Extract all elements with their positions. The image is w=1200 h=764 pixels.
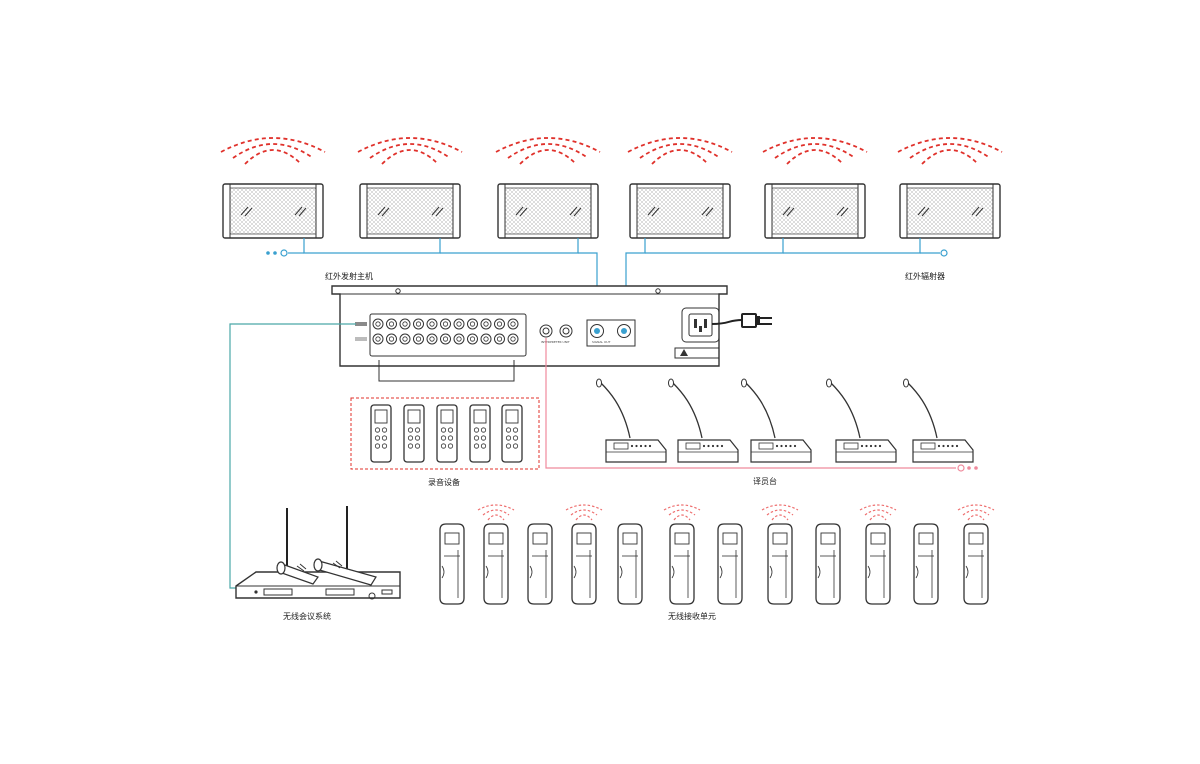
signal-wave-icon: [761, 504, 799, 521]
audio-jack-icon: [399, 318, 411, 330]
wireless-receiver: [913, 523, 939, 605]
audio-jack-icon: [426, 318, 438, 330]
power-plug-icon: [711, 313, 772, 328]
audio-jack-icon: [386, 318, 397, 330]
recorder-group: [370, 404, 523, 463]
interpreter-console: [741, 378, 812, 463]
wireless-receiver: [527, 523, 553, 605]
ir-radiator: [220, 137, 326, 239]
audio-jack-icon: [453, 333, 465, 345]
audio-jack-icon: [386, 333, 397, 345]
audio-jack-icon: [413, 318, 424, 330]
audio-jack-icon: [372, 318, 384, 330]
ir-radiator: [495, 137, 601, 239]
signal-wave-icon: [357, 137, 463, 165]
recorder-device: [469, 404, 491, 463]
wireless-conference-label: 无线会议系统: [283, 611, 331, 621]
svg-text:SIGNAL OUT: SIGNAL OUT: [592, 340, 611, 344]
signal-wave-icon: [897, 137, 1003, 165]
wireless-mic-receiver: [235, 506, 401, 600]
recording-devices-box: [350, 397, 540, 470]
recorder-device: [403, 404, 425, 463]
transmitter-label: 红外发射主机: [325, 271, 373, 281]
radiator-label: 红外辐射器: [905, 271, 945, 281]
signal-wave-icon: [663, 504, 701, 521]
wireless-receiver: [617, 523, 643, 605]
audio-jack-icon: [494, 333, 505, 345]
ir-radiator: [897, 137, 1003, 239]
svg-text:INTERPRETER UNIT: INTERPRETER UNIT: [541, 340, 570, 344]
recording-label: 录音设备: [428, 477, 460, 487]
signal-wave-icon: [477, 504, 515, 521]
wireless-receiver: [663, 504, 701, 605]
wireless-receiver: [439, 523, 465, 605]
handheld-mic-icon: [313, 558, 377, 586]
ir-radiator: [627, 137, 733, 239]
audio-jack-icon: [372, 333, 384, 345]
recorder-device: [370, 404, 392, 463]
signal-wave-icon: [220, 137, 326, 165]
audio-jack-icon: [480, 318, 492, 330]
wireless-receiver: [717, 523, 743, 605]
conference-cable: [229, 323, 356, 589]
ir-radiator: [357, 137, 463, 239]
wireless-receiver: [815, 523, 841, 605]
audio-jack-icon: [480, 333, 492, 345]
interpreter-console: [596, 378, 667, 463]
receiver-group: [439, 504, 995, 605]
audio-jack-icon: [440, 333, 451, 345]
interpreter-label: 译员台: [753, 476, 777, 486]
interpreter-console: [903, 378, 974, 463]
wireless-receiver: [565, 504, 603, 605]
receiver-label: 无线接收单元: [668, 611, 716, 621]
interpreter-console: [826, 378, 897, 463]
signal-wave-icon: [859, 504, 897, 521]
signal-wave-icon: [565, 504, 603, 521]
audio-jack-icon: [399, 333, 411, 345]
audio-jack-icon: [467, 333, 478, 345]
wireless-receiver: [957, 504, 995, 605]
audio-jack-icon: [426, 333, 438, 345]
wireless-receiver: [859, 504, 897, 605]
recorder-device: [501, 404, 523, 463]
interpreter-cable: [545, 338, 978, 472]
signal-wave-icon: [762, 137, 868, 165]
handheld-mic-icon: [276, 561, 319, 585]
ir-radiator: [762, 137, 868, 239]
interpreter-group: [596, 378, 974, 463]
interpreter-console: [668, 378, 739, 463]
audio-jack-panel: [372, 318, 519, 345]
radiator-group: [220, 137, 1003, 239]
signal-wave-icon: [627, 137, 733, 165]
audio-jack-icon: [413, 333, 424, 345]
wireless-receiver: [477, 504, 515, 605]
audio-jack-icon: [507, 333, 519, 345]
audio-jack-icon: [467, 318, 478, 330]
audio-jack-icon: [494, 318, 505, 330]
audio-jack-icon: [453, 318, 465, 330]
signal-wave-icon: [495, 137, 601, 165]
signal-wave-icon: [957, 504, 995, 521]
audio-jack-icon: [507, 318, 519, 330]
wireless-receiver: [761, 504, 799, 605]
audio-jack-icon: [440, 318, 451, 330]
ir-transmitter-unit: INTERPRETER UNIT SIGNAL OUT: [331, 285, 728, 367]
recorder-device: [436, 404, 458, 463]
